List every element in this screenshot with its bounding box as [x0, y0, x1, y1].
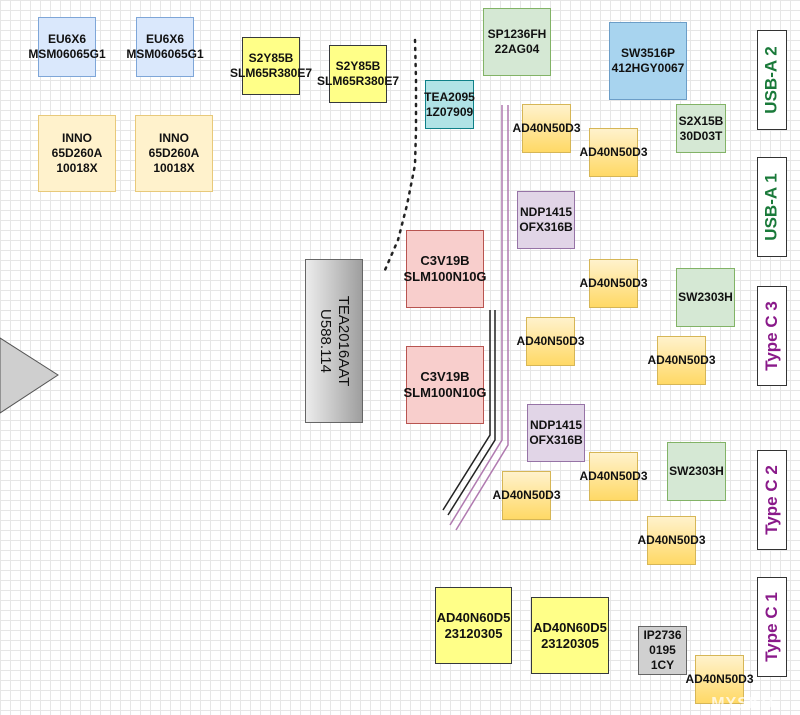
chip-text: 0195	[649, 643, 676, 657]
port-label-text: Type C 2	[762, 465, 781, 535]
chip-ip2736: IP2736 0195 1CY	[638, 626, 687, 675]
chip-text: 10018X	[153, 161, 195, 175]
chip-text: S2Y85B	[248, 51, 294, 65]
chip-s2x15b: S2X15B 30D03T	[676, 104, 726, 153]
chip-ad40n50d3-7: AD40N50D3	[492, 471, 561, 520]
chip-text: SP1236FH	[487, 27, 547, 41]
trace-purple	[449, 105, 503, 526]
chip-text: 65D260A	[148, 146, 200, 160]
port-label-usb-a-2: USB-A 2	[757, 30, 787, 130]
chip-tea2095: TEA2095 1Z07909	[424, 80, 475, 129]
port-label-type-c-1: Type C 1	[757, 577, 787, 677]
chip-sw3516p: SW3516P 412HGY0067	[609, 22, 687, 100]
chip-c3v19b-2: C3V19B SLM100N10G	[403, 346, 487, 424]
chip-ad40n50d3-9: AD40N50D3	[685, 655, 754, 704]
chip-ad40n50d3-2: AD40N50D3	[579, 128, 648, 177]
watermark: MYSKU	[711, 695, 774, 712]
chip-inno-2: INNO 65D260A 10018X	[135, 115, 213, 192]
port-label-text: USB-A 1	[762, 173, 782, 241]
chip-text: EU6X6	[47, 32, 87, 46]
chip-text: AD40N50D3	[579, 276, 648, 290]
trace-purple	[455, 105, 509, 531]
chip-text: SLM65R380E7	[229, 66, 313, 80]
chip-text: SLM100N10G	[403, 385, 487, 400]
chip-ad40n60d5-1: AD40N60D5 23120305	[435, 587, 512, 664]
port-label-text: USB-A 2	[762, 46, 782, 114]
chip-text: AD40N50D3	[492, 488, 561, 502]
chip-text: AD40N50D3	[579, 469, 648, 483]
chip-sw2303h-1: SW2303H	[676, 268, 735, 327]
chip-text: 1CY	[650, 658, 675, 672]
chip-text: INNO	[62, 131, 92, 145]
chip-text: S2X15B	[678, 113, 724, 128]
chip-eu6x6-2: EU6X6 MSM06065G1	[126, 17, 204, 77]
chip-ad40n60d5-2: AD40N60D5 23120305	[531, 597, 609, 674]
port-label-type-c-2: Type C 2	[757, 450, 787, 550]
chip-ad40n50d3-4: AD40N50D3	[516, 317, 585, 366]
chip-ad40n50d3-3: AD40N50D3	[579, 259, 648, 308]
chip-text: EU6X6	[145, 32, 185, 46]
port-label-text: Type C 1	[762, 592, 781, 662]
chip-c3v19b-1: C3V19B SLM100N10G	[403, 230, 487, 308]
chip-text: S2Y85B	[335, 59, 381, 73]
chip-sw2303h-2: SW2303H	[667, 442, 726, 501]
chip-text: IP2736	[643, 628, 682, 642]
chip-sp1236fh: SP1236FH 22AG04	[483, 8, 551, 76]
chip-text: INNO	[159, 131, 189, 145]
chip-text: AD40N50D3	[637, 533, 706, 547]
chip-text: TEA2016AAT	[335, 295, 352, 387]
chip-text: 22AG04	[494, 42, 540, 56]
chip-text: SW2303H	[669, 464, 724, 478]
chip-text: SW2303H	[678, 290, 733, 304]
chip-text: AD40N50D3	[512, 121, 581, 135]
chip-text: 1Z07909	[425, 104, 474, 119]
chip-text: 30D03T	[679, 128, 723, 143]
chip-text: OFX316B	[519, 220, 573, 234]
chip-tea2016aat: TEA2016AAT U588.114	[305, 259, 363, 423]
chip-text: MSM06065G1	[28, 47, 106, 61]
chip-ad40n50d3-8: AD40N50D3	[637, 516, 706, 565]
chip-text: 23120305	[541, 635, 599, 651]
chip-text: MSM06065G1	[126, 47, 204, 61]
chip-text: 65D260A	[51, 146, 103, 160]
chip-ndp1415-2: NDP1415 OFX316B	[527, 404, 585, 462]
chip-ndp1415-1: NDP1415 OFX316B	[517, 191, 575, 249]
chip-text: AD40N50D3	[579, 145, 648, 159]
chip-text: NDP1415	[519, 205, 573, 219]
chip-text: 10018X	[56, 161, 98, 175]
chip-text: NDP1415	[529, 418, 583, 432]
chip-ad40n50d3-5: AD40N50D3	[647, 336, 716, 385]
dotted-connector	[383, 38, 418, 272]
port-label-usb-a-1: USB-A 1	[757, 157, 787, 257]
chip-s2y85b-2: S2Y85B SLM65R380E7	[317, 45, 399, 103]
chip-text: AD40N50D3	[685, 672, 754, 686]
port-label-text: Type C 3	[762, 301, 781, 371]
chip-text: SW3516P	[620, 46, 676, 60]
chip-inno-1: INNO 65D260A 10018X	[38, 115, 116, 192]
chip-s2y85b-1: S2Y85B SLM65R380E7	[230, 37, 312, 95]
trace-black	[447, 310, 496, 516]
chip-text: U588.114	[317, 309, 334, 373]
chip-text: SLM100N10G	[403, 269, 487, 284]
chip-text: C3V19B	[420, 253, 470, 268]
chip-ad40n50d3-1: AD40N50D3	[512, 104, 581, 153]
chip-text: AD40N50D3	[647, 353, 716, 367]
port-label-type-c-3: Type C 3	[757, 286, 787, 386]
chip-text: 23120305	[444, 625, 503, 641]
chip-text: AD40N60D5	[436, 609, 511, 625]
chip-text: SLM65R380E7	[316, 74, 400, 88]
chip-text: C3V19B	[420, 369, 470, 384]
chip-eu6x6-1: EU6X6 MSM06065G1	[28, 17, 106, 77]
arrow-icon	[0, 337, 59, 414]
chip-text: 412HGY0067	[611, 61, 685, 75]
chip-text: AD40N50D3	[516, 334, 585, 348]
chip-ad40n50d3-6: AD40N50D3	[579, 452, 648, 501]
chip-text: TEA2095	[424, 89, 475, 104]
chip-text: AD40N60D5	[533, 619, 607, 635]
chip-text: OFX316B	[529, 433, 583, 447]
trace-black	[442, 310, 491, 511]
